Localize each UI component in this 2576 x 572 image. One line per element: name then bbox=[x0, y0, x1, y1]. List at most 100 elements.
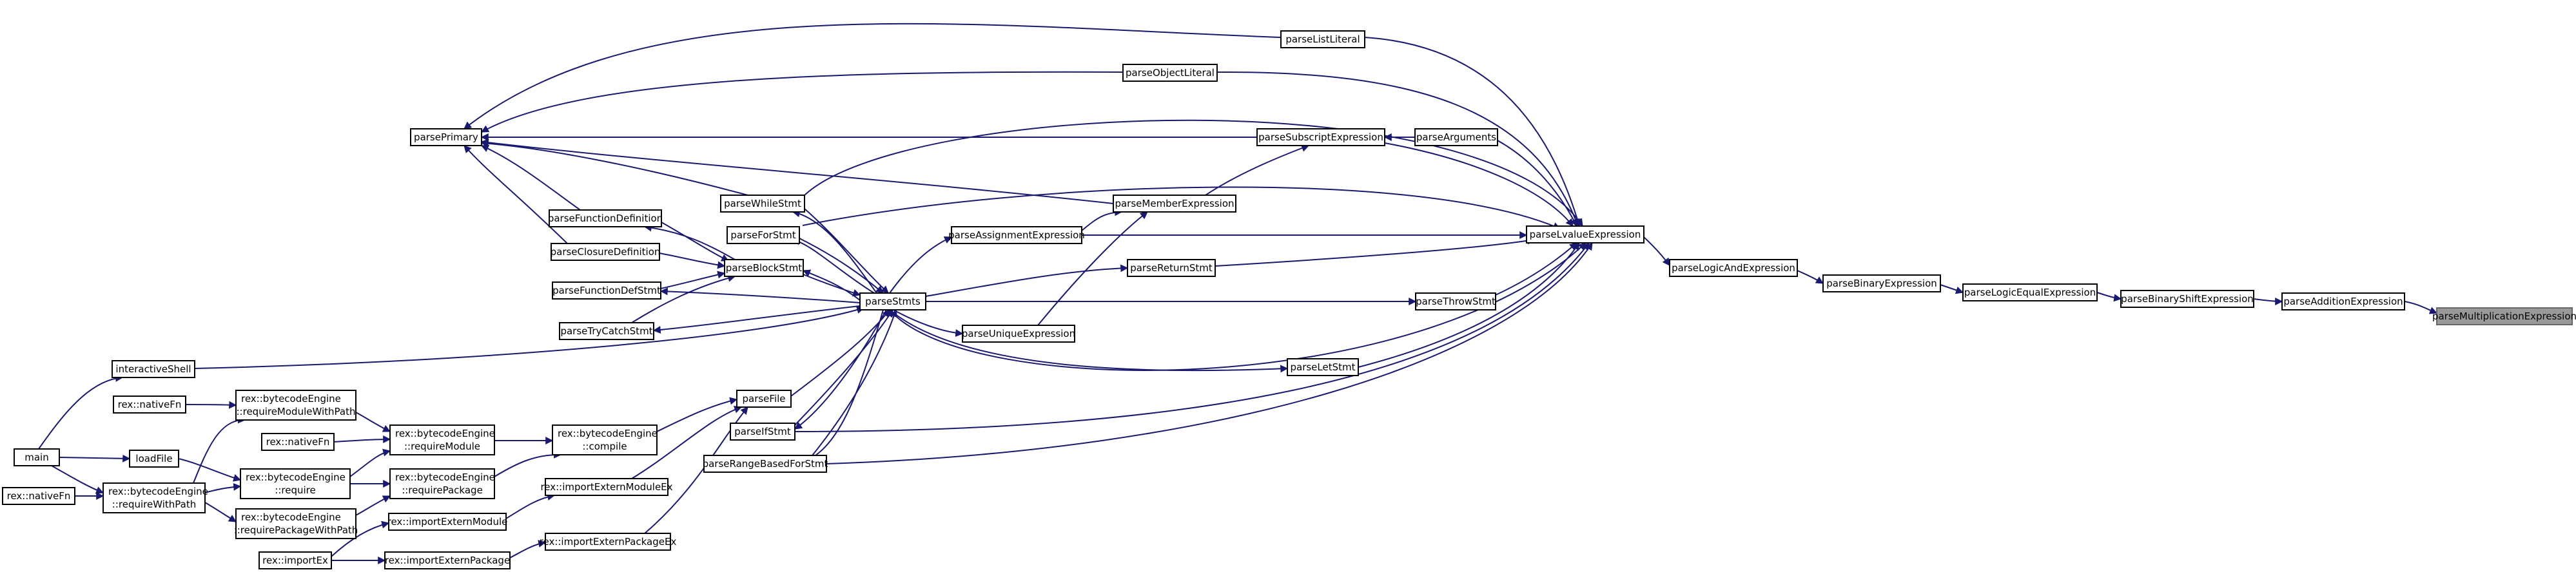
node-interactiveShell[interactable]: interactiveShell bbox=[112, 360, 195, 378]
call-edge-parseListLiteral-to-parsePrimary bbox=[463, 23, 1282, 129]
node-box bbox=[549, 209, 662, 227]
node-label: parseStmts bbox=[865, 296, 921, 307]
call-edge-parseStmts-to-parseFunctionDefStmt bbox=[659, 287, 861, 303]
node-parseArguments[interactable]: parseArguments bbox=[1414, 128, 1498, 146]
call-edge-parseObjectLiteral-to-parseLvalueExpression bbox=[1216, 71, 1579, 227]
call-edge-parseAdditionExpression-to-parseMultiplicationExpression bbox=[2404, 301, 2438, 314]
node-label: parseTryCatchStmt bbox=[560, 325, 652, 337]
node-label: parseFile bbox=[742, 393, 785, 405]
node-parseThrowStmt[interactable]: parseThrowStmt bbox=[1415, 292, 1496, 310]
node-parseLvalueExpression[interactable]: parseLvalueExpression bbox=[1526, 225, 1644, 243]
node-parseBlockStmt[interactable]: parseBlockStmt bbox=[724, 259, 804, 277]
node-label: rex::importEx bbox=[262, 555, 328, 566]
node-label: parseLogicEqualExpression bbox=[1964, 287, 2096, 298]
call-edge-parseListLiteral-to-parseLvalueExpression bbox=[1364, 37, 1581, 227]
node-importExternPackageEx[interactable]: rex::importExternPackageEx bbox=[540, 533, 677, 551]
node-label: ::compile bbox=[582, 441, 627, 452]
node-importEx[interactable]: rex::importEx bbox=[259, 551, 332, 569]
node-box bbox=[951, 226, 1082, 244]
call-edge-main-to-loadFile bbox=[59, 454, 131, 462]
call-edge-importExternModuleEx-to-parseFile bbox=[631, 406, 743, 479]
node-label: rex::importExternModule bbox=[387, 516, 508, 528]
node-loadFile[interactable]: loadFile bbox=[129, 450, 179, 468]
node-label: parseObjectLiteral bbox=[1126, 67, 1215, 79]
node-parseUniqueExpression[interactable]: parseUniqueExpression bbox=[962, 325, 1075, 343]
call-edge-parseMemberExpression-to-parseSubscriptExpression bbox=[1205, 144, 1310, 196]
node-requireModuleWithPath[interactable]: rex::bytecodeEngine::requireModuleWithPa… bbox=[235, 390, 356, 421]
node-label: parseAdditionExpression bbox=[2283, 296, 2403, 307]
node-label: parseFunctionDefinition bbox=[548, 213, 663, 224]
node-label: rex::bytecodeEngine bbox=[241, 511, 341, 523]
call-edge-parseIfStmt-to-parseLvalueExpression bbox=[794, 242, 1590, 432]
node-parseClosureDefinition[interactable]: parseClosureDefinition bbox=[551, 243, 661, 261]
node-parseSubscriptExpression[interactable]: parseSubscriptExpression bbox=[1256, 128, 1385, 146]
node-parseFunctionDefinition[interactable]: parseFunctionDefinition bbox=[548, 209, 663, 227]
node-parseTryCatchStmt[interactable]: parseTryCatchStmt bbox=[559, 322, 654, 340]
node-label: ::requirePackage bbox=[402, 484, 483, 496]
call-edge-parseTryCatchStmt-to-parseBlockStmt bbox=[631, 274, 736, 323]
node-parsePrimary[interactable]: parsePrimary bbox=[410, 128, 482, 146]
node-label: rex::bytecodeEngine bbox=[395, 472, 495, 483]
node-requireWithPath[interactable]: rex::bytecodeEngine::requireWithPath bbox=[102, 482, 208, 513]
node-box bbox=[2281, 292, 2405, 310]
node-requireModule[interactable]: rex::bytecodeEngine::requireModule bbox=[389, 424, 495, 455]
node-requirePackageWithPath[interactable]: rex::bytecodeEngine::requirePackageWithP… bbox=[234, 508, 358, 539]
node-label: parseLogicAndExpression bbox=[1672, 262, 1795, 274]
node-parseFunctionDefStmt[interactable]: parseFunctionDefStmt bbox=[552, 281, 661, 300]
node-require[interactable]: rex::bytecodeEngine::require bbox=[240, 468, 351, 499]
node-parseWhileStmt[interactable]: parseWhileStmt bbox=[720, 195, 805, 213]
node-parseForStmt[interactable]: parseForStmt bbox=[727, 226, 800, 244]
node-label: ::require bbox=[275, 484, 315, 496]
node-parseLogicEqualExpression[interactable]: parseLogicEqualExpression bbox=[1962, 283, 2098, 301]
node-requirePackage[interactable]: rex::bytecodeEngine::requirePackage bbox=[389, 468, 495, 499]
node-main[interactable]: main bbox=[14, 448, 60, 466]
node-parseListLiteral[interactable]: parseListLiteral bbox=[1280, 30, 1365, 48]
call-edge-importExternPackage-to-importExternPackageEx bbox=[509, 540, 547, 558]
node-box bbox=[552, 424, 658, 455]
node-label: parseBinaryExpression bbox=[1826, 278, 1937, 289]
node-box bbox=[389, 468, 495, 499]
node-parseStmts[interactable]: parseStmts bbox=[859, 292, 926, 310]
node-parseMemberExpression[interactable]: parseMemberExpression bbox=[1113, 195, 1236, 213]
node-box bbox=[1669, 259, 1798, 277]
node-box bbox=[389, 424, 495, 455]
node-box bbox=[703, 455, 827, 473]
node-parseAdditionExpression[interactable]: parseAdditionExpression bbox=[2281, 292, 2405, 310]
node-importExternPackage[interactable]: rex::importExternPackage bbox=[384, 551, 511, 569]
node-parseBinaryExpression[interactable]: parseBinaryExpression bbox=[1822, 274, 1941, 292]
node-compile[interactable]: rex::bytecodeEngine::compile bbox=[552, 424, 658, 455]
node-parseLetStmt[interactable]: parseLetStmt bbox=[1287, 358, 1359, 376]
call-edge-main-to-requireWithPath bbox=[51, 465, 104, 494]
call-edge-parseStmts-to-parseWhileStmt bbox=[792, 209, 877, 294]
node-box bbox=[388, 513, 507, 531]
node-box bbox=[129, 450, 179, 468]
call-edge-requireModuleWithPath-to-requireModule bbox=[355, 412, 391, 432]
call-edge-parseClosureDefinition-to-parseBlockStmt bbox=[659, 253, 726, 269]
node-parseIfStmt[interactable]: parseIfStmt bbox=[730, 423, 795, 441]
call-edge-requireWithPath-to-require bbox=[204, 482, 242, 493]
node-parseReturnStmt[interactable]: parseReturnStmt bbox=[1127, 259, 1216, 277]
node-nativeFn1[interactable]: rex::nativeFn bbox=[113, 396, 186, 414]
node-parseObjectLiteral[interactable]: parseObjectLiteral bbox=[1122, 64, 1218, 82]
node-parseMultiplicationExpression[interactable]: parseMultiplicationExpression bbox=[2432, 307, 2576, 325]
node-parseAssignmentExpression[interactable]: parseAssignmentExpression bbox=[948, 226, 1085, 244]
node-box bbox=[545, 533, 671, 551]
node-parseLogicAndExpression[interactable]: parseLogicAndExpression bbox=[1669, 259, 1798, 277]
node-importExternModuleEx[interactable]: rex::importExternModuleEx bbox=[540, 478, 673, 496]
node-parseFile[interactable]: parseFile bbox=[736, 390, 792, 408]
node-box bbox=[724, 259, 804, 277]
node-label: rex::importExternPackageEx bbox=[540, 536, 677, 548]
node-box bbox=[1822, 274, 1941, 292]
node-nativeFn3[interactable]: rex::nativeFn bbox=[2, 487, 75, 505]
node-box bbox=[410, 128, 482, 146]
node-box bbox=[2, 487, 75, 505]
node-parseRangeBasedForStmt[interactable]: parseRangeBasedForStmt bbox=[703, 455, 828, 473]
call-edge-parseObjectLiteral-to-parsePrimary bbox=[480, 71, 1124, 133]
call-edge-parseBlockStmt-to-parseStmts bbox=[803, 274, 861, 297]
node-label: rex::nativeFn bbox=[118, 399, 182, 410]
call-edge-parseStmts-to-parseIfStmt bbox=[794, 309, 887, 430]
node-importExternModule[interactable]: rex::importExternModule bbox=[387, 513, 508, 531]
call-edge-parseRangeBasedForStmt-to-parseStmts bbox=[812, 309, 898, 456]
node-nativeFn2[interactable]: rex::nativeFn bbox=[261, 433, 335, 451]
node-parseBinaryShiftExpression[interactable]: parseBinaryShiftExpression bbox=[2120, 290, 2254, 308]
